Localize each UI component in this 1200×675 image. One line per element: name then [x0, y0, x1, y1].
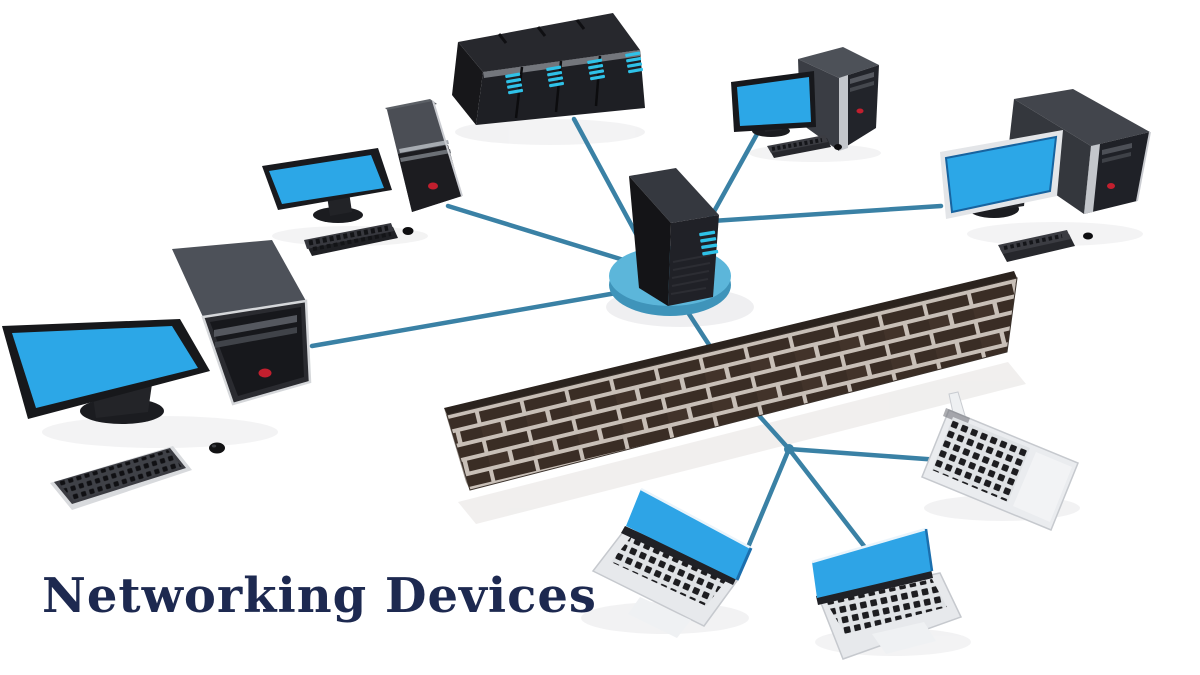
cable-junction-laptop-left [743, 446, 792, 555]
tower-vents [670, 254, 711, 295]
cable-junction-laptop-right [786, 446, 956, 464]
workstation-left [2, 240, 312, 510]
tower-front-face [839, 65, 879, 151]
tower-bay-stripe [215, 327, 297, 348]
hub-led-lights [699, 230, 719, 256]
laptop-screen [812, 529, 932, 598]
workstation-upper-right [731, 47, 879, 158]
tower-bay-stripe [399, 140, 449, 153]
tower-bezel [839, 75, 848, 151]
tower [798, 47, 879, 151]
monitor [262, 148, 392, 223]
tower-bay-stripe [1102, 143, 1132, 155]
tower-left-face [629, 176, 671, 306]
cable-ws-left-hub [309, 289, 625, 349]
laptop-screen [626, 489, 751, 580]
power-led [1107, 183, 1115, 189]
lan-junction-node [784, 444, 794, 454]
firewall-wall [444, 271, 1018, 491]
power-led [856, 108, 864, 114]
tower-right-face [668, 215, 719, 306]
mouse [402, 227, 414, 235]
rack-left-face [452, 42, 483, 125]
laptop-trackpad [1013, 452, 1072, 522]
rack-led-lights [505, 51, 644, 95]
laptop-keyboard [932, 417, 1030, 502]
laptop-hinge [816, 569, 933, 605]
laptop-right [921, 391, 1079, 531]
laptop-hinge [621, 526, 737, 585]
hub-server-tower [629, 168, 719, 306]
monitor [940, 130, 1063, 219]
tower [1007, 89, 1151, 214]
monitor-screen [12, 326, 198, 408]
rack-top-face [458, 13, 640, 72]
firewall-top-edge [444, 271, 1017, 415]
tower [385, 99, 463, 212]
tower-bay-stripe [214, 315, 297, 337]
mouse [834, 144, 842, 150]
laptop-middle [811, 527, 963, 660]
laptop-trackpad [872, 622, 936, 654]
cable-junction-laptop-middle [786, 446, 867, 549]
monitor-screen [269, 155, 384, 204]
mouse [209, 442, 225, 454]
page-title: Networking Devices [42, 568, 597, 624]
tower-bay-stripe [850, 81, 874, 92]
tower-top-face [1014, 89, 1150, 146]
tower-bay-stripe [850, 72, 874, 84]
monitor [731, 71, 816, 137]
keyboard [50, 446, 192, 510]
tower-top-face [798, 47, 879, 78]
firewall-brick-face [446, 277, 1018, 491]
workstation-top-left [262, 99, 463, 256]
power-led [258, 368, 272, 378]
mouse [1083, 232, 1093, 240]
tower-top-face [172, 240, 306, 317]
monitor-screen [944, 135, 1058, 214]
tower-bezel [1084, 144, 1100, 214]
laptop-keyboard [826, 579, 947, 634]
rack-unit-slits [497, 19, 586, 44]
laptop-keyboard [611, 534, 729, 606]
tower [172, 240, 312, 406]
tower-bay-stripe [1102, 152, 1131, 163]
power-led [428, 182, 438, 190]
keyboard [767, 135, 831, 158]
laptop-trackpad [628, 597, 691, 638]
keyboard [998, 230, 1075, 262]
tower-lower-panel [398, 145, 462, 212]
server-rack [452, 13, 645, 125]
tower-bay-stripe [400, 149, 451, 162]
workstation-right [940, 89, 1151, 262]
central-hub [609, 168, 731, 316]
keyboard [304, 223, 398, 256]
monitor-screen [737, 77, 811, 126]
cable-ws-right-hub [709, 203, 944, 224]
monitor [2, 319, 210, 424]
tower-top-face [629, 168, 719, 223]
cable-ws-topleft-hub [445, 203, 633, 265]
laptop-left [591, 487, 753, 638]
tower-front-face [1084, 132, 1150, 214]
